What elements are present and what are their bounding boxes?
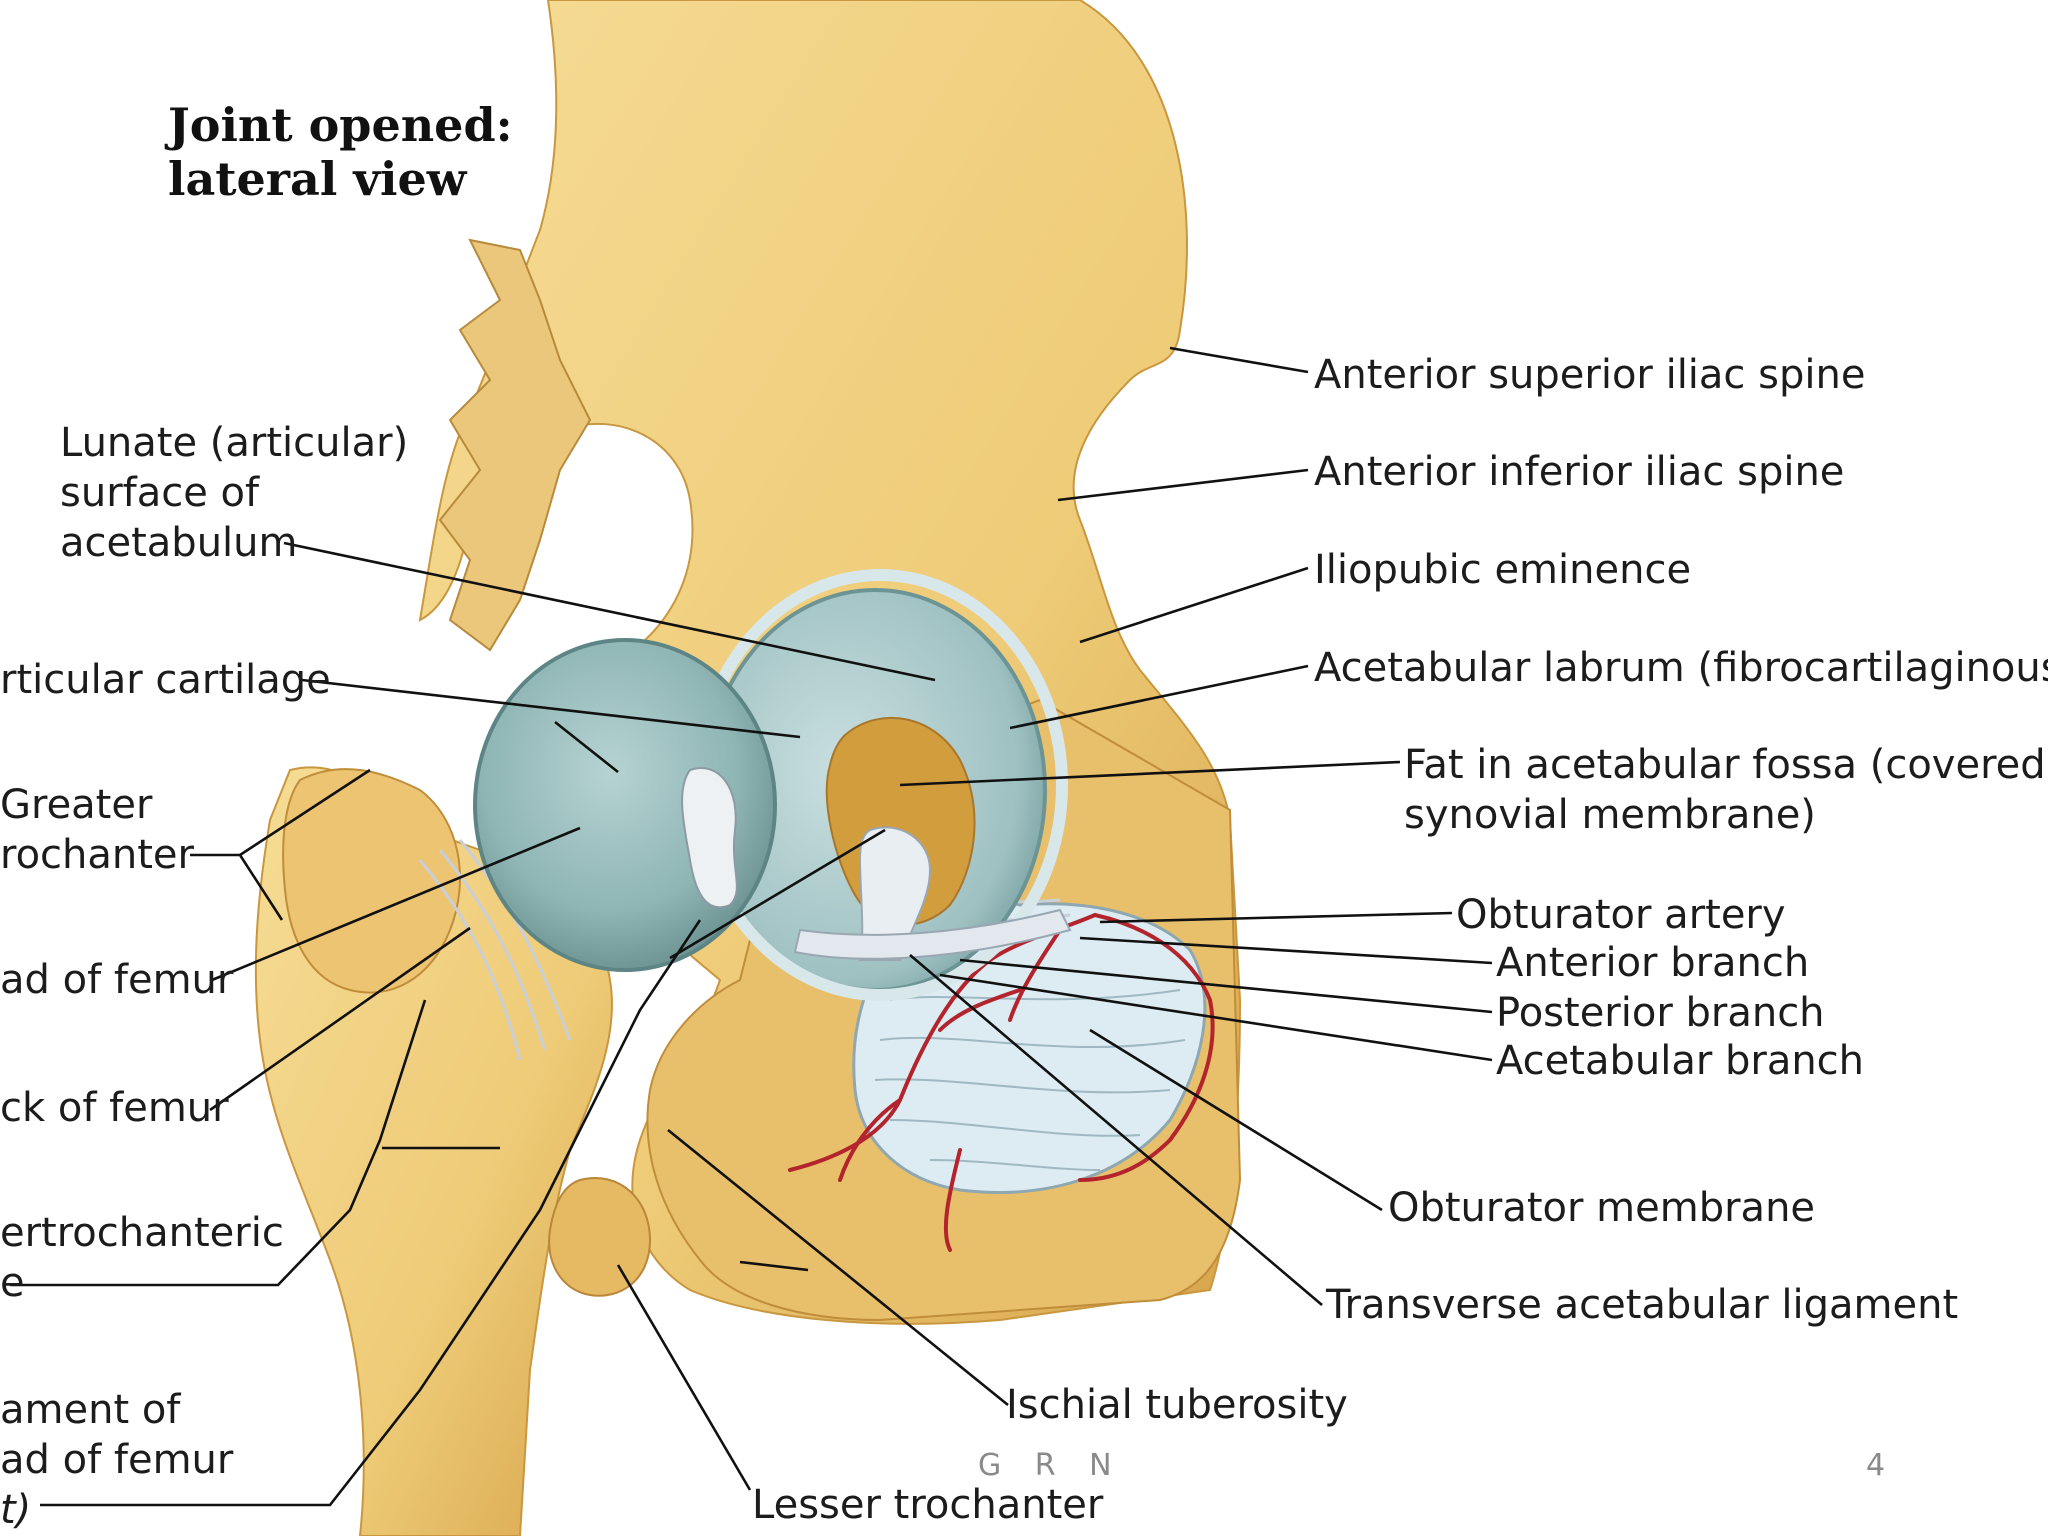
lesser-trochanter-bone bbox=[548, 1177, 652, 1297]
label-articular-cartilage: rticular cartilage bbox=[0, 657, 331, 703]
label-ligament-line-1: ament of bbox=[0, 1387, 181, 1433]
label-obturator-artery: Obturator artery bbox=[1456, 892, 1786, 938]
footer-initials: G R N bbox=[978, 1448, 1124, 1483]
label-intertrochanteric-line-2: e bbox=[0, 1260, 25, 1306]
greater-trochanter-bone bbox=[282, 768, 461, 994]
label-anterior-superior-iliac-spine: Anterior superior iliac spine bbox=[1314, 352, 1866, 398]
label-ligament-line-3: t) bbox=[0, 1487, 32, 1533]
label-lunate-line-3: acetabulum bbox=[60, 520, 298, 566]
ligament-of-head-of-femur bbox=[858, 826, 932, 961]
label-fat-line-1: Fat in acetabular fossa (covered by bbox=[1404, 742, 2048, 788]
label-lunate-line-1: Lunate (articular) bbox=[60, 420, 409, 466]
label-greater-trochanter-line-2: rochanter bbox=[0, 832, 194, 878]
label-fat-line-2: synovial membrane) bbox=[1404, 792, 1816, 838]
label-anterior-inferior-iliac-spine: Anterior inferior iliac spine bbox=[1314, 449, 1845, 495]
label-acetabular-branch: Acetabular branch bbox=[1496, 1038, 1865, 1084]
label-anterior-branch: Anterior branch bbox=[1496, 940, 1810, 986]
label-greater-trochanter-line-1: Greater bbox=[0, 782, 153, 828]
figure-title: Joint opened: lateral view bbox=[168, 98, 513, 206]
label-acetabular-labrum: Acetabular labrum (fibrocartilaginous) bbox=[1314, 645, 2048, 691]
page-number: 4 bbox=[1866, 1448, 1886, 1483]
label-fat-in-acetabular-fossa: Fat in acetabular fossa (covered by syno… bbox=[1404, 740, 2048, 840]
title-line-1: Joint opened: bbox=[168, 98, 513, 152]
label-intertrochanteric: ertrochanteric e bbox=[0, 1208, 284, 1308]
title-line-2: lateral view bbox=[168, 152, 467, 206]
ilium-cut-edge bbox=[438, 238, 592, 652]
label-lunate-surface: Lunate (articular) surface of acetabulum bbox=[60, 418, 408, 568]
label-ischial-tuberosity: Ischial tuberosity bbox=[1006, 1382, 1348, 1428]
label-iliopubic-eminence: Iliopubic eminence bbox=[1314, 547, 1692, 593]
obturator-membrane-fibers bbox=[874, 989, 1186, 1171]
fovea-ligament-stump bbox=[681, 767, 738, 909]
label-lesser-trochanter: Lesser trochanter bbox=[752, 1482, 1104, 1528]
leader-lines bbox=[10, 346, 1493, 1507]
label-intertrochanteric-line-1: ertrochanteric bbox=[0, 1210, 284, 1256]
label-greater-trochanter: Greater rochanter bbox=[0, 780, 194, 880]
label-lunate-line-2: surface of bbox=[60, 470, 260, 516]
transverse-ligament-band bbox=[793, 908, 1072, 960]
label-posterior-branch: Posterior branch bbox=[1496, 990, 1825, 1036]
label-transverse-acetabular-ligament: Transverse acetabular ligament bbox=[1326, 1282, 1959, 1328]
label-obturator-membrane: Obturator membrane bbox=[1388, 1185, 1816, 1231]
label-ligament-of-head: ament of ad of femur t) bbox=[0, 1385, 233, 1535]
label-head-of-femur: ad of femur bbox=[0, 957, 234, 1003]
label-ligament-line-2: ad of femur bbox=[0, 1437, 234, 1483]
label-neck-of-femur: ck of femur bbox=[0, 1085, 229, 1131]
